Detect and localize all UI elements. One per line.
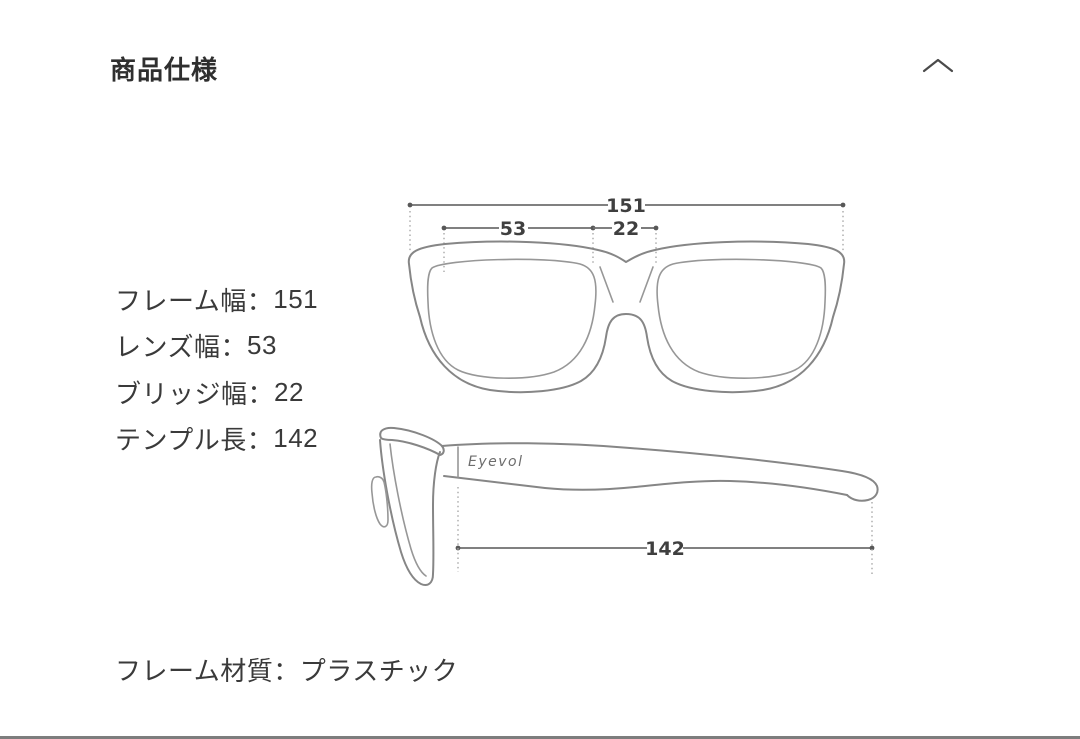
material-separator: ：: [273, 656, 300, 686]
chevron-up-icon[interactable]: [919, 54, 957, 78]
bridge-width-dimension: 22: [593, 218, 659, 263]
front-frame-outline: [407, 240, 846, 394]
temple-length-dimension-label: 142: [645, 538, 685, 560]
material-row: フレーム材質：プラスチック: [115, 651, 458, 688]
spec-list: フレーム幅：151 レンズ幅：53 ブリッジ幅：22 テンプル長：142: [115, 276, 318, 462]
material-label: フレーム材質: [115, 656, 274, 686]
spec-row-frame-width: フレーム幅：151: [115, 276, 318, 323]
spec-label: テンプル長: [115, 425, 247, 456]
side-brow-cap: [379, 426, 445, 456]
spec-accordion-header[interactable]: 商品仕様: [0, 40, 1080, 90]
brand-logo-text: Eyevol: [468, 454, 523, 470]
spec-value: 151: [273, 283, 319, 314]
temple-top-edge: [441, 442, 879, 502]
side-lens-edge: [370, 475, 389, 528]
section-title: 商品仕様: [110, 55, 219, 85]
bottom-divider: [0, 736, 1080, 739]
spec-separator: ：: [246, 285, 274, 316]
spec-value: 53: [247, 330, 277, 361]
spec-value: 22: [274, 376, 304, 407]
material-value: プラスチック: [299, 656, 459, 686]
side-front-rim-inner-line: [389, 443, 427, 577]
temple-length-dimension: 142: [455, 487, 875, 577]
spec-separator: ：: [246, 425, 274, 456]
spec-row-bridge-width: ブリッジ幅：22: [115, 369, 318, 416]
spec-row-lens-width: レンズ幅：53: [115, 323, 318, 370]
lens-width-dimension-label: 53: [500, 218, 526, 240]
side-front-rim: [379, 439, 441, 586]
spec-separator: ：: [220, 332, 247, 363]
bridge-hatch-left: [599, 266, 614, 303]
front-view-drawing: 151 53 22: [407, 195, 846, 394]
spec-label: フレーム幅: [115, 285, 247, 316]
frame-width-dimension-label: 151: [606, 195, 646, 217]
left-lens-outline: [426, 258, 597, 379]
spec-label: ブリッジ幅: [115, 378, 248, 409]
side-view-drawing: Eyevol 142: [370, 426, 879, 586]
bridge-hatch-right: [639, 266, 654, 303]
spec-separator: ：: [247, 378, 275, 409]
spec-row-temple-length: テンプル長：142: [115, 416, 318, 463]
bridge-width-dimension-label: 22: [613, 218, 639, 240]
spec-value: 142: [273, 423, 319, 454]
chevron-up-glyph: [922, 58, 954, 73]
temple-bottom-edge: [443, 475, 848, 496]
spec-label: レンズ幅: [115, 332, 221, 363]
glasses-diagram: 151 53 22: [370, 195, 879, 586]
frame-width-dimension: 151: [407, 195, 846, 253]
right-lens-outline: [656, 258, 827, 379]
